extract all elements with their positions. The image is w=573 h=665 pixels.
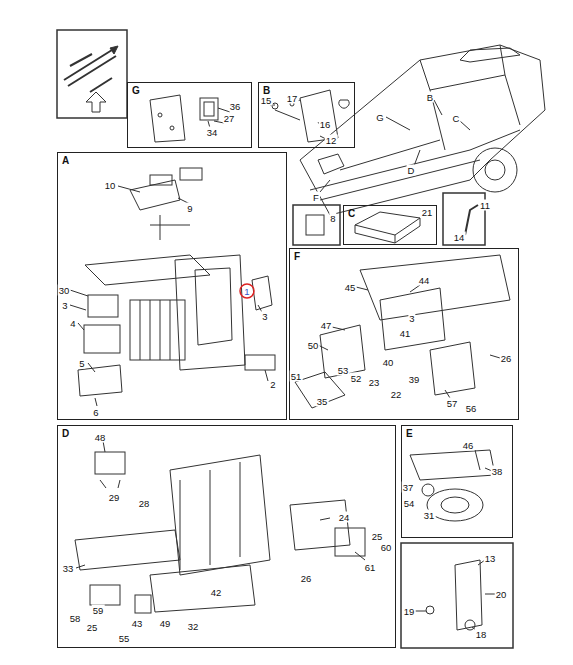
panel-letter: F xyxy=(294,251,300,262)
callout-number: 15 xyxy=(260,95,273,106)
callout-number: 33 xyxy=(62,563,75,574)
callout-number: 57 xyxy=(446,398,459,409)
callout-number: 10 xyxy=(104,180,117,191)
callout-number: 22 xyxy=(390,389,403,400)
callout-number: 25 xyxy=(86,622,99,633)
callout-number: 29 xyxy=(108,492,121,503)
panel-box: B xyxy=(258,82,355,148)
callout-number: 14 xyxy=(453,232,466,243)
panel-letter: A xyxy=(62,155,69,166)
callout-number: 54 xyxy=(403,498,416,509)
callout-number: 47 xyxy=(320,320,333,331)
callout-number: 48 xyxy=(94,432,107,443)
callout-number: 17 xyxy=(286,93,299,104)
callout-number: 3 xyxy=(408,313,415,324)
callout-number: 61 xyxy=(364,562,377,573)
callout-number: 26 xyxy=(300,573,313,584)
callout-number: 42 xyxy=(210,587,223,598)
view-letter: D xyxy=(407,165,416,176)
callout-number: 49 xyxy=(159,618,172,629)
callout-number: 35 xyxy=(316,396,329,407)
callout-number: 4 xyxy=(69,318,76,329)
panel-letter: C xyxy=(348,208,355,219)
callout-number: 30 xyxy=(58,285,71,296)
callout-number: 19 xyxy=(403,606,416,617)
callout-number: 53 xyxy=(337,365,350,376)
callout-number: 1 xyxy=(243,286,250,297)
callout-number: 56 xyxy=(465,403,478,414)
panel-box: D xyxy=(57,425,396,648)
callout-number: 41 xyxy=(399,328,412,339)
callout-number: 59 xyxy=(92,605,105,616)
callout-number: 12 xyxy=(325,135,338,146)
callout-number: 21 xyxy=(421,207,434,218)
callout-number: 51 xyxy=(290,371,303,382)
callout-number: 11 xyxy=(479,200,491,211)
callout-number: 25 xyxy=(371,531,384,542)
callout-number: 16 xyxy=(319,119,332,130)
callout-number: 55 xyxy=(118,633,131,644)
callout-number: 18 xyxy=(475,629,488,640)
panel-box: E xyxy=(401,425,513,538)
panel-letter: E xyxy=(406,428,413,439)
callout-number: 28 xyxy=(138,498,151,509)
callout-number: 36 xyxy=(229,101,242,112)
callout-number: 37 xyxy=(402,482,415,493)
callout-number: 39 xyxy=(408,374,421,385)
callout-number: 60 xyxy=(380,542,393,553)
callout-number: 44 xyxy=(418,275,431,286)
callout-number: 2 xyxy=(269,379,276,390)
callout-number: 27 xyxy=(223,113,236,124)
callout-number: 9 xyxy=(186,203,193,214)
callout-number: 32 xyxy=(187,621,200,632)
callout-number: 13 xyxy=(484,553,497,564)
view-letter: G xyxy=(375,112,384,123)
callout-number: 38 xyxy=(491,466,504,477)
callout-number: 3 xyxy=(261,311,268,322)
callout-number: 58 xyxy=(69,613,82,624)
callout-number: 8 xyxy=(329,213,336,224)
callout-number: 43 xyxy=(131,618,144,629)
callout-number: 23 xyxy=(368,377,381,388)
view-letter: B xyxy=(426,92,434,103)
callout-number: 31 xyxy=(423,510,436,521)
callout-number: 5 xyxy=(78,358,85,369)
callout-number: 20 xyxy=(495,589,508,600)
view-letter: F xyxy=(312,192,320,203)
callout-number: 52 xyxy=(350,373,363,384)
callout-number: 50 xyxy=(307,340,320,351)
panel-box: A xyxy=(57,152,287,420)
callout-number: 24 xyxy=(338,512,351,523)
callout-number: 34 xyxy=(206,127,219,138)
callout-number: 6 xyxy=(92,407,99,418)
callout-number: 46 xyxy=(462,440,475,451)
view-letter: C xyxy=(452,113,461,124)
panel-letter: G xyxy=(132,85,140,96)
callout-number: 45 xyxy=(344,282,357,293)
panel-letter: D xyxy=(62,428,69,439)
callout-number: 26 xyxy=(500,353,513,364)
callout-number: 40 xyxy=(382,357,395,368)
callout-number: 3 xyxy=(61,300,68,311)
